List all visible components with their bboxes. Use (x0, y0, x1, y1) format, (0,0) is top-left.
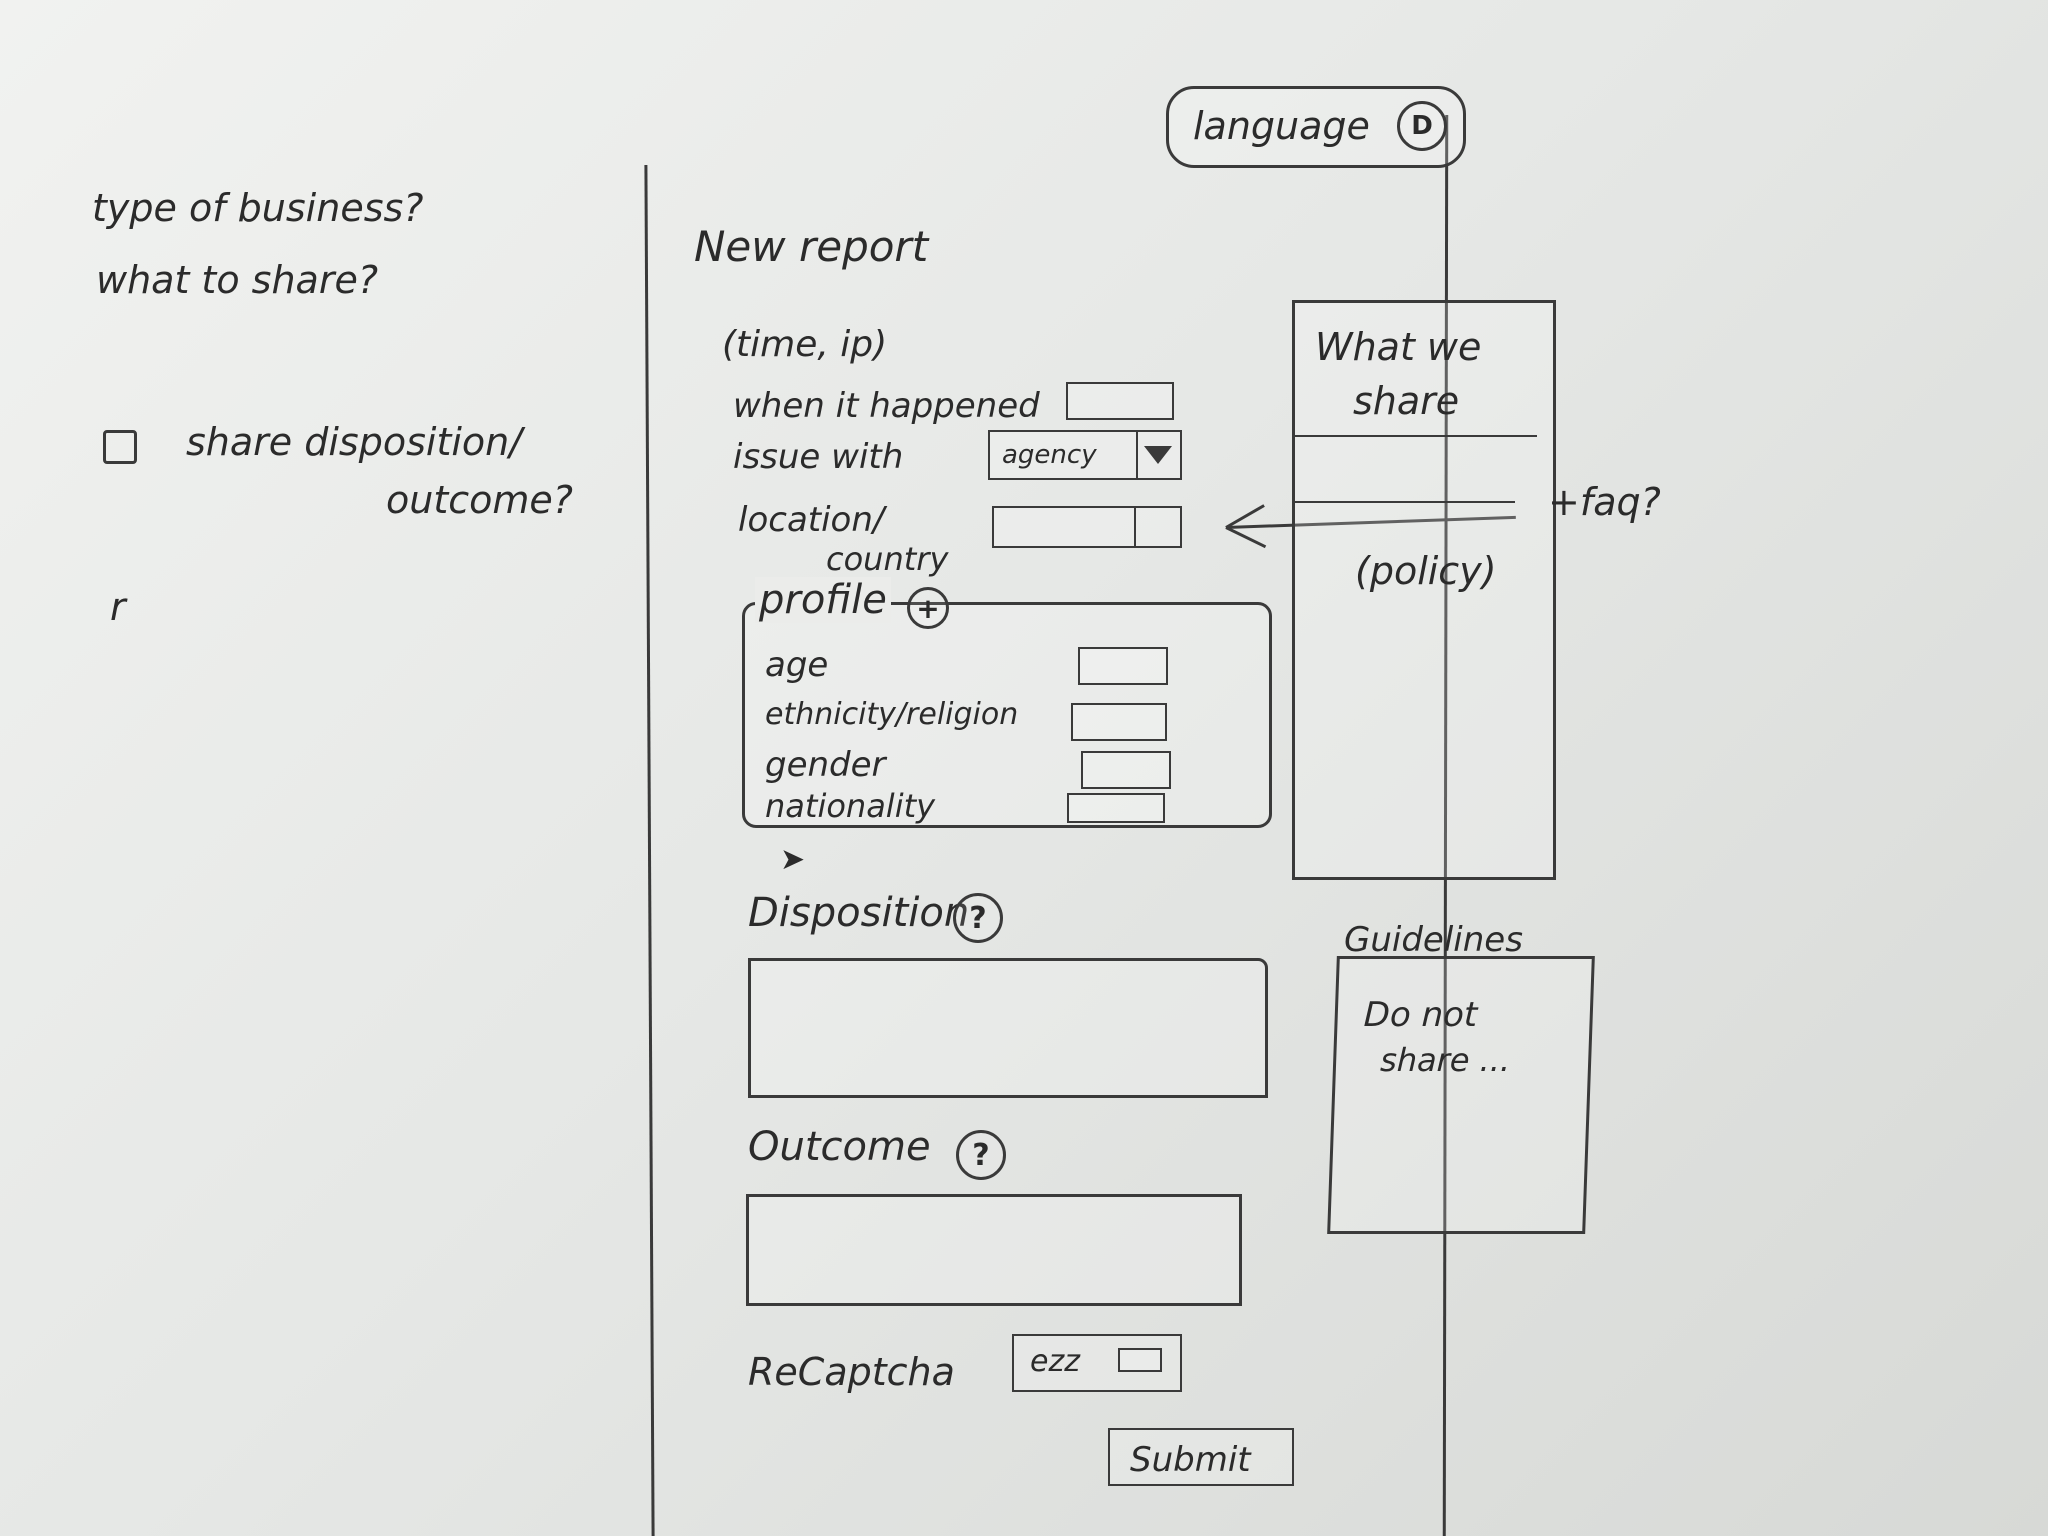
profile-section: profile + age ethnicity/religion gender … (742, 577, 1272, 828)
profile-expand-arrow-icon: ➤ (780, 842, 806, 877)
disposition-help-icon[interactable]: ? (953, 893, 1003, 943)
new-report-title: New report (694, 222, 929, 271)
guidelines-line1: Do not (1363, 995, 1478, 1035)
policy-text: (policy) (1355, 549, 1497, 593)
language-selector[interactable]: language D (1166, 86, 1466, 168)
policy-arrow-head-bottom (1225, 526, 1267, 549)
profile-field-label-nationality: nationality (765, 787, 936, 825)
recaptcha-text: ezz (1030, 1344, 1080, 1379)
what-we-share-panel: What we share (policy) (1292, 300, 1556, 880)
share-panel-divider-1 (1295, 435, 1537, 437)
submit-button[interactable]: Submit (1108, 1428, 1294, 1486)
what-we-share-title-line1: What we (1315, 325, 1482, 369)
guidelines-panel: Do not share ... (1327, 956, 1595, 1234)
location-label-line2: country (826, 540, 949, 578)
what-we-share-title-line2: share (1353, 379, 1460, 423)
when-it-happened-input[interactable] (1066, 382, 1174, 420)
profile-field-input-age[interactable] (1078, 647, 1168, 685)
outcome-textarea[interactable] (746, 1194, 1242, 1306)
issue-with-label: issue with (733, 437, 904, 477)
notes-line2: what to share? (96, 258, 378, 302)
submit-button-label: Submit (1130, 1440, 1251, 1480)
faq-note: +faq? (1548, 480, 1661, 524)
language-icon-text: D (1411, 111, 1433, 141)
profile-field-label-age: age (765, 645, 829, 685)
checkbox-label-line2: outcome? (386, 478, 573, 522)
profile-field-input-nationality[interactable] (1067, 793, 1165, 823)
language-icon: D (1397, 101, 1447, 151)
issue-with-select[interactable]: agency (988, 430, 1182, 480)
dropdown-triangle-icon (1144, 446, 1172, 464)
guidelines-title: Guidelines (1344, 920, 1523, 960)
disposition-help-icon-text: ? (969, 900, 987, 936)
disposition-textarea[interactable] (748, 958, 1268, 1098)
share-panel-divider-2 (1295, 501, 1515, 503)
issue-select-value: agency (1002, 440, 1097, 470)
outcome-label: Outcome (748, 1124, 931, 1170)
left-divider-line (644, 165, 655, 1536)
location-country-input[interactable] (992, 506, 1182, 548)
outcome-help-icon-text: ? (972, 1137, 990, 1173)
recaptcha-input-box[interactable] (1118, 1348, 1162, 1372)
recaptcha-label: ReCaptcha (748, 1350, 955, 1394)
profile-add-icon-text: + (916, 591, 940, 625)
profile-field-label-ethnicity: ethnicity/religion (765, 697, 1019, 732)
share-disposition-checkbox[interactable] (103, 430, 137, 464)
profile-field-input-gender[interactable] (1081, 751, 1171, 789)
language-label: language (1193, 104, 1370, 148)
recaptcha-widget[interactable]: ezz (1012, 1334, 1182, 1392)
notes-line1: type of business? (92, 186, 424, 230)
profile-field-input-ethnicity[interactable] (1071, 703, 1167, 741)
profile-label: profile (755, 577, 891, 623)
small-note-mark: r (110, 585, 126, 629)
time-ip-note: (time, ip) (722, 324, 888, 365)
profile-field-label-gender: gender (765, 745, 886, 785)
profile-add-icon[interactable]: + (907, 587, 949, 629)
guidelines-line2: share ... (1379, 1041, 1511, 1079)
when-it-happened-label: when it happened (733, 386, 1040, 426)
outcome-help-icon[interactable]: ? (956, 1130, 1006, 1180)
location-label-line1: location/ (738, 500, 885, 540)
disposition-label: Disposition (748, 890, 970, 936)
checkbox-label-line1: share disposition/ (186, 420, 523, 464)
